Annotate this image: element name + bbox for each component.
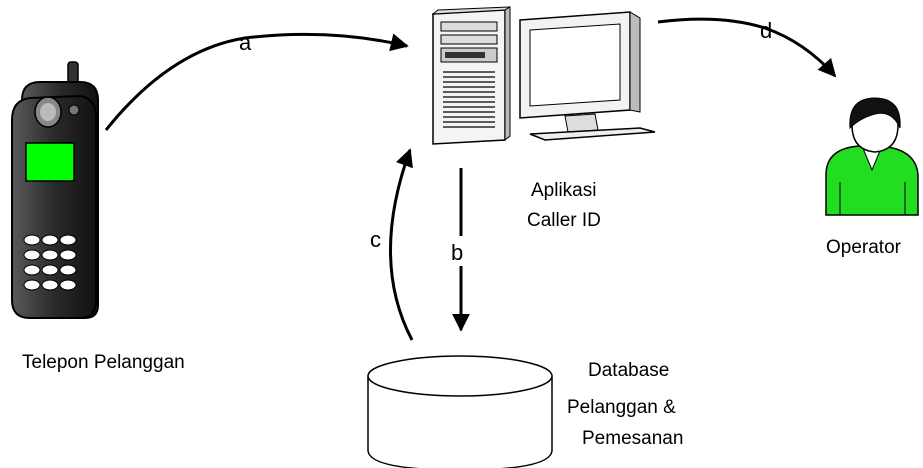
arrow-c-label: c (370, 227, 381, 252)
database-cylinder-icon (367, 355, 553, 468)
computer-icon (431, 6, 656, 145)
app-label-line1: Aplikasi (531, 180, 596, 201)
phone-label: Telepon Pelanggan (22, 352, 185, 373)
arrow-d (657, 17, 837, 78)
arrow-c (389, 148, 414, 341)
database-label-line2: Pelanggan & (567, 397, 676, 418)
database-label-line3: Pemesanan (582, 428, 683, 449)
arrow-b-label: b (451, 240, 463, 265)
person-icon (825, 97, 919, 216)
mobile-phone-icon (11, 61, 99, 319)
app-label-line2: Caller ID (527, 210, 601, 231)
arrow-a-label: a (239, 30, 252, 55)
phone-screen (25, 142, 75, 182)
arrow-a (104, 32, 409, 131)
arrow-b-label-bg (450, 236, 472, 266)
operator-label: Operator (826, 237, 902, 258)
arrow-d-label: d (760, 18, 772, 43)
database-label-line1: Database (588, 360, 669, 381)
